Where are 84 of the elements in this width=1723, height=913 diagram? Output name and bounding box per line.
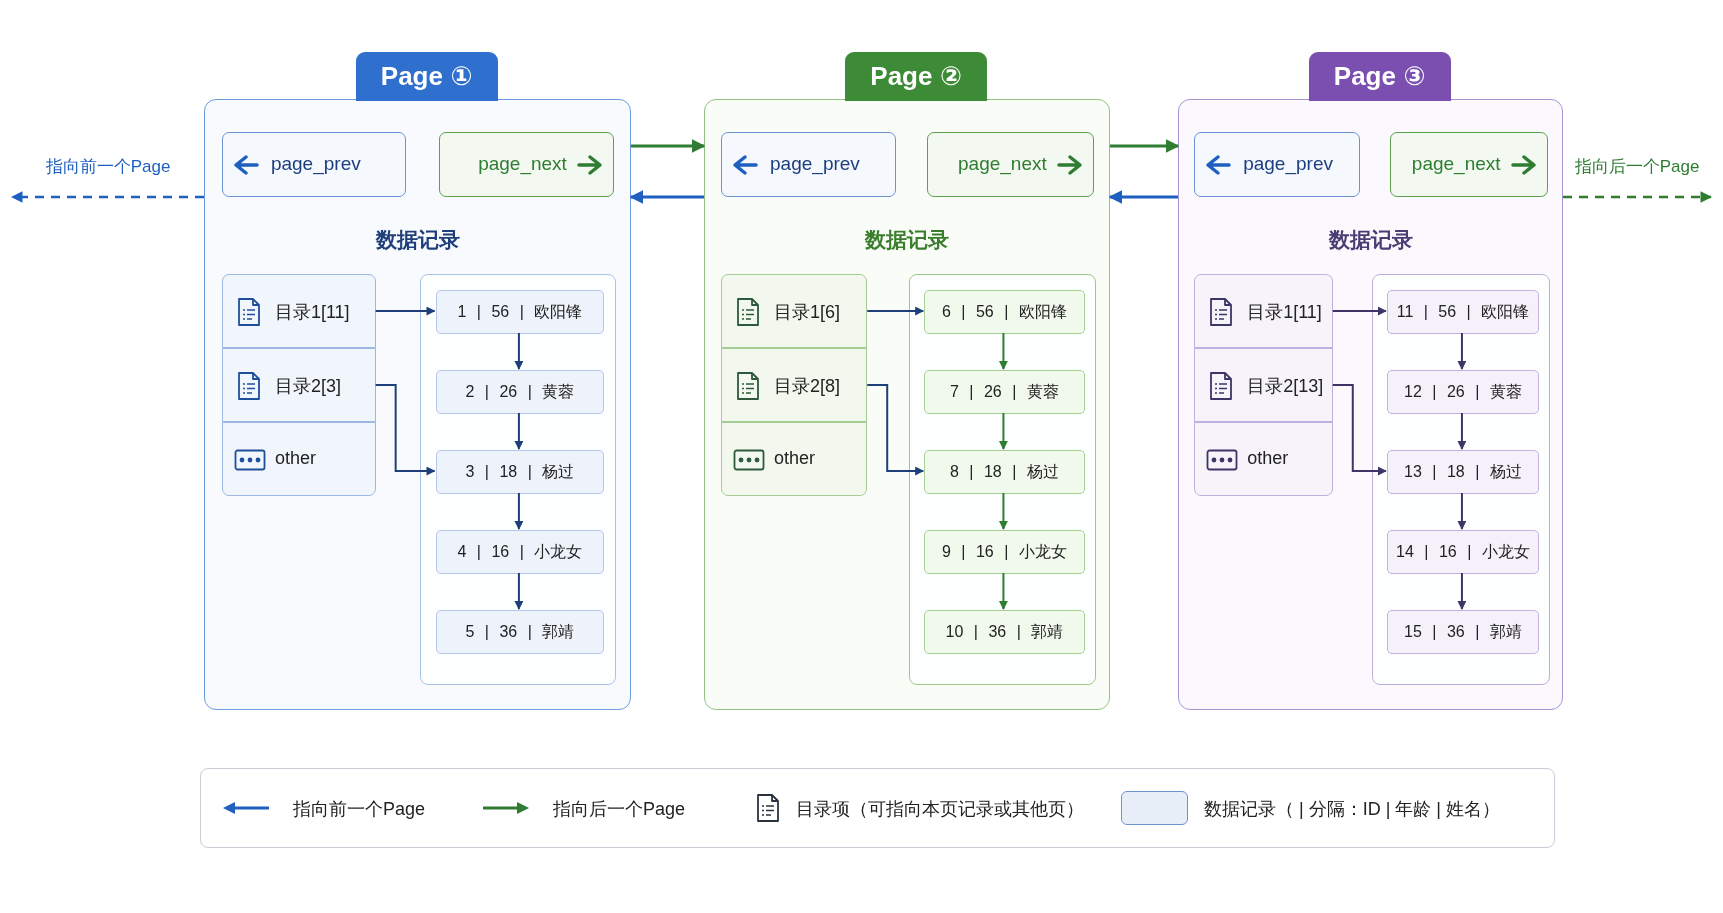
record-box: 14 | 16 | 小龙女 xyxy=(1386,530,1539,574)
directory-label: 目录2[8] xyxy=(774,375,841,398)
record-panel xyxy=(909,274,1096,685)
page-tab: Page ③ xyxy=(1308,52,1451,101)
pointer-label: page_prev xyxy=(1243,152,1333,175)
edge-label: 指向后一个Page xyxy=(1572,157,1702,176)
arrow xyxy=(1457,492,1467,530)
record-box: 3 | 18 | 杨过 xyxy=(435,450,605,494)
arrow xyxy=(998,572,1008,610)
arrow xyxy=(631,139,706,153)
directory-entry xyxy=(1194,348,1333,422)
pointer-label: page_next xyxy=(1411,152,1501,175)
directory-entry xyxy=(221,274,376,348)
arrow xyxy=(1331,384,1387,476)
arrow xyxy=(514,492,524,530)
pointer-box xyxy=(721,132,896,197)
record-box: 9 | 16 | 小龙女 xyxy=(924,530,1085,574)
record-box: 11 | 56 | 欧阳锋 xyxy=(1386,290,1539,334)
record-box: 2 | 26 | 黄蓉 xyxy=(435,370,605,414)
arrow xyxy=(998,412,1008,450)
legend-label: 数据记录（ | 分隔：ID | 年龄 | 姓名） xyxy=(1204,798,1501,821)
arrow xyxy=(514,332,524,370)
record-box: 5 | 36 | 郭靖 xyxy=(435,610,605,654)
section-title: 数据记录 xyxy=(1328,228,1413,251)
record-box: 13 | 18 | 杨过 xyxy=(1386,450,1539,494)
page-tab: Page ① xyxy=(355,52,498,101)
record-box: 1 | 56 | 欧阳锋 xyxy=(435,290,605,334)
directory-entry xyxy=(721,422,868,496)
arrow xyxy=(866,306,925,316)
directory-label: other xyxy=(774,448,816,469)
record-box: 6 | 56 | 欧阳锋 xyxy=(924,290,1085,334)
arrow xyxy=(629,190,704,204)
arrow xyxy=(998,492,1008,530)
pointer-box xyxy=(438,132,614,197)
arrow xyxy=(1457,412,1467,450)
arrow xyxy=(1110,139,1180,153)
directory-label: 目录1[6] xyxy=(774,301,841,324)
pointer-label: page_prev xyxy=(270,152,361,175)
legend-label: 指向后一个Page xyxy=(553,798,686,821)
record-box: 8 | 18 | 杨过 xyxy=(924,450,1085,494)
directory-entry xyxy=(721,274,868,348)
record-box: 7 | 26 | 黄蓉 xyxy=(924,370,1085,414)
arrow xyxy=(1108,190,1178,204)
directory-label: 目录1[11] xyxy=(1247,301,1322,324)
directory-entry xyxy=(221,348,376,422)
directory-label: 目录2[13] xyxy=(1247,375,1324,398)
pointer-label: page_next xyxy=(478,152,567,175)
directory-label: other xyxy=(274,448,316,469)
directory-entry xyxy=(721,348,868,422)
arrow xyxy=(514,412,524,450)
arrow xyxy=(374,384,436,476)
record-panel xyxy=(1372,274,1550,685)
arrow xyxy=(998,332,1008,370)
directory-entry xyxy=(221,422,376,496)
arrow xyxy=(866,384,925,476)
arrow xyxy=(374,306,436,316)
arrow xyxy=(1331,306,1387,316)
legend-label: 目录项（可指向本页记录或其他页） xyxy=(796,798,1084,821)
legend-label: 指向前一个Page xyxy=(293,798,426,821)
directory-label: 目录2[3] xyxy=(274,375,341,398)
section-title: 数据记录 xyxy=(375,228,460,251)
pointer-box xyxy=(927,132,1094,197)
pointer-label: page_next xyxy=(958,152,1047,175)
directory-entry xyxy=(1194,422,1333,496)
arrow xyxy=(1457,572,1467,610)
directory-entry xyxy=(1194,274,1333,348)
pointer-label: page_prev xyxy=(770,152,860,175)
record-box: 4 | 16 | 小龙女 xyxy=(435,530,605,574)
record-panel xyxy=(419,274,617,685)
pointer-box xyxy=(1194,132,1360,197)
record-box: 12 | 26 | 黄蓉 xyxy=(1386,370,1539,414)
dashed-arrow xyxy=(10,191,204,203)
directory-label: 目录1[11] xyxy=(274,301,350,324)
record-box: 10 | 36 | 郭靖 xyxy=(924,610,1085,654)
record-box: 15 | 36 | 郭靖 xyxy=(1386,610,1539,654)
section-title: 数据记录 xyxy=(865,228,949,251)
dashed-arrow xyxy=(1563,191,1713,203)
edge-label: 指向前一个Page xyxy=(43,157,173,176)
pointer-box xyxy=(1389,132,1548,197)
arrow xyxy=(1457,332,1467,370)
arrow xyxy=(514,572,524,610)
page-tab: Page ② xyxy=(845,52,987,101)
directory-label: other xyxy=(1247,448,1289,469)
pointer-box xyxy=(221,132,406,197)
